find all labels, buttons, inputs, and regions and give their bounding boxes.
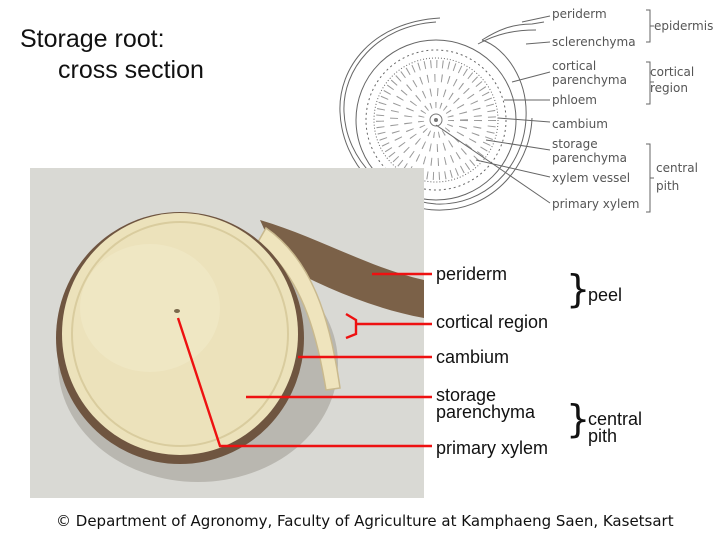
diagram-label-cambium: cambium (552, 117, 608, 131)
peel-brace: } (566, 267, 591, 311)
diagram-group-pith: pith (656, 179, 679, 193)
label-storage: storage (436, 385, 497, 405)
diagram-label-storage: storage (552, 137, 598, 151)
diagram-label-sclerenchyma: sclerenchyma (552, 35, 636, 49)
diagram-group-epidermis: epidermis (654, 19, 713, 33)
label-periderm: periderm (436, 264, 508, 284)
central-pith-brace: } (566, 397, 591, 441)
slide-title: Storage root: cross section (20, 24, 204, 86)
line-primary-xylem (176, 317, 432, 448)
diagram-label-parenchyma-1: parenchyma (552, 73, 627, 87)
diagram-group-cortical: cortical (650, 65, 694, 79)
cross-section-drawing: periderm sclerenchyma cortical parenchym… (339, 7, 713, 213)
cortical-bracket (345, 312, 358, 340)
central-pith (174, 309, 180, 313)
diagram-group-central: central (656, 161, 698, 175)
label-pith: pith (588, 426, 618, 446)
label-peel: peel (588, 285, 623, 305)
label-parenchyma: parenchyma (436, 402, 536, 422)
label-cambium: cambium (436, 347, 510, 367)
diagram-label-cortical: cortical (552, 59, 596, 73)
title-line-2: cross section (58, 56, 204, 84)
diagram-label-parenchyma-2: parenchyma (552, 151, 627, 165)
diagram-group-region: region (650, 81, 688, 95)
diagram-label-phloem: phloem (552, 93, 597, 107)
title-line-1: Storage root: (20, 25, 165, 53)
diagram-label-primary-xylem: primary xylem (552, 197, 639, 211)
label-cortical-region: cortical region (436, 312, 549, 332)
diagram-label-xylem-vessel: xylem vessel (552, 171, 630, 185)
diagram-label-periderm: periderm (552, 7, 607, 21)
copyright-footer: © Department of Agronomy, Faculty of Agr… (56, 512, 674, 530)
label-primary-xylem: primary xylem (436, 438, 549, 458)
peel-strip (260, 220, 424, 318)
label-central: central (588, 409, 643, 429)
root-photo (30, 168, 424, 498)
